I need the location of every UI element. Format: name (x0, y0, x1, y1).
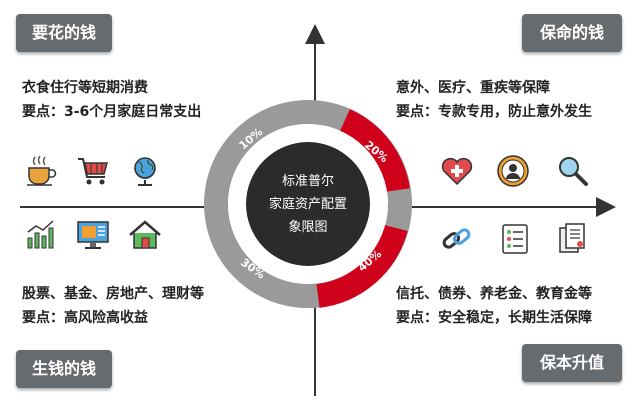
magnifier-icon (559, 157, 588, 186)
quadrant-label-bottom-right: 保本升值 (522, 344, 622, 382)
desc-top-right-line2: 要点：专款专用，防止意外发生 (396, 104, 592, 120)
desc-bottom-right-line2: 要点：安全稳定，长期生活保障 (396, 310, 592, 326)
house-icon (129, 220, 161, 249)
ring-segment-40 (316, 224, 408, 308)
desc-bottom-left-line1: 股票、基金、房地产、理财等 (22, 286, 204, 302)
center-title: 标准普尔 家庭资产配置 象限图 (258, 170, 358, 239)
ring-segment-20 (339, 109, 410, 193)
monitor-icon (77, 221, 109, 249)
shopping-cart-icon (78, 158, 108, 185)
quadrant-label-top-left: 要花的钱 (16, 14, 112, 52)
quadrant-label-top-right: 保命的钱 (522, 14, 622, 52)
checklist-icon (502, 224, 528, 254)
desc-bottom-left: 股票、基金、房地产、理财等 要点：高风险高收益 (22, 282, 204, 330)
user-badge-icon (497, 155, 529, 187)
ring-outer (204, 100, 412, 308)
center-line-2: 家庭资产配置 (268, 197, 347, 212)
desc-top-right-line1: 意外、医疗、重疾等保障 (396, 80, 550, 96)
quadrant-label-bottom-left: 生钱的钱 (16, 350, 112, 388)
center-disc (246, 142, 370, 266)
globe-icon (134, 157, 156, 186)
desc-bottom-right: 信托、债券、养老金、教育金等 要点：安全稳定，长期生活保障 (396, 282, 592, 330)
center-line-1: 标准普尔 (281, 174, 334, 189)
bar-chart-icon (27, 220, 54, 249)
documents-icon (559, 223, 585, 253)
desc-top-left-line2: 要点：3-6个月家庭日常支出 (22, 104, 202, 120)
coffee-cup-icon (27, 155, 57, 186)
desc-top-left-line1: 衣食住行等短期消费 (22, 80, 148, 96)
desc-top-left: 衣食住行等短期消费 要点：3-6个月家庭日常支出 (22, 76, 201, 124)
desc-bottom-right-line1: 信托、债券、养老金、教育金等 (396, 286, 592, 302)
chain-link-icon (442, 228, 471, 249)
desc-top-right: 意外、医疗、重疾等保障 要点：专款专用，防止意外发生 (396, 76, 592, 124)
center-line-3: 象限图 (288, 220, 328, 235)
heart-cross-icon (441, 157, 473, 186)
desc-bottom-left-line2: 要点：高风险高收益 (22, 310, 148, 326)
